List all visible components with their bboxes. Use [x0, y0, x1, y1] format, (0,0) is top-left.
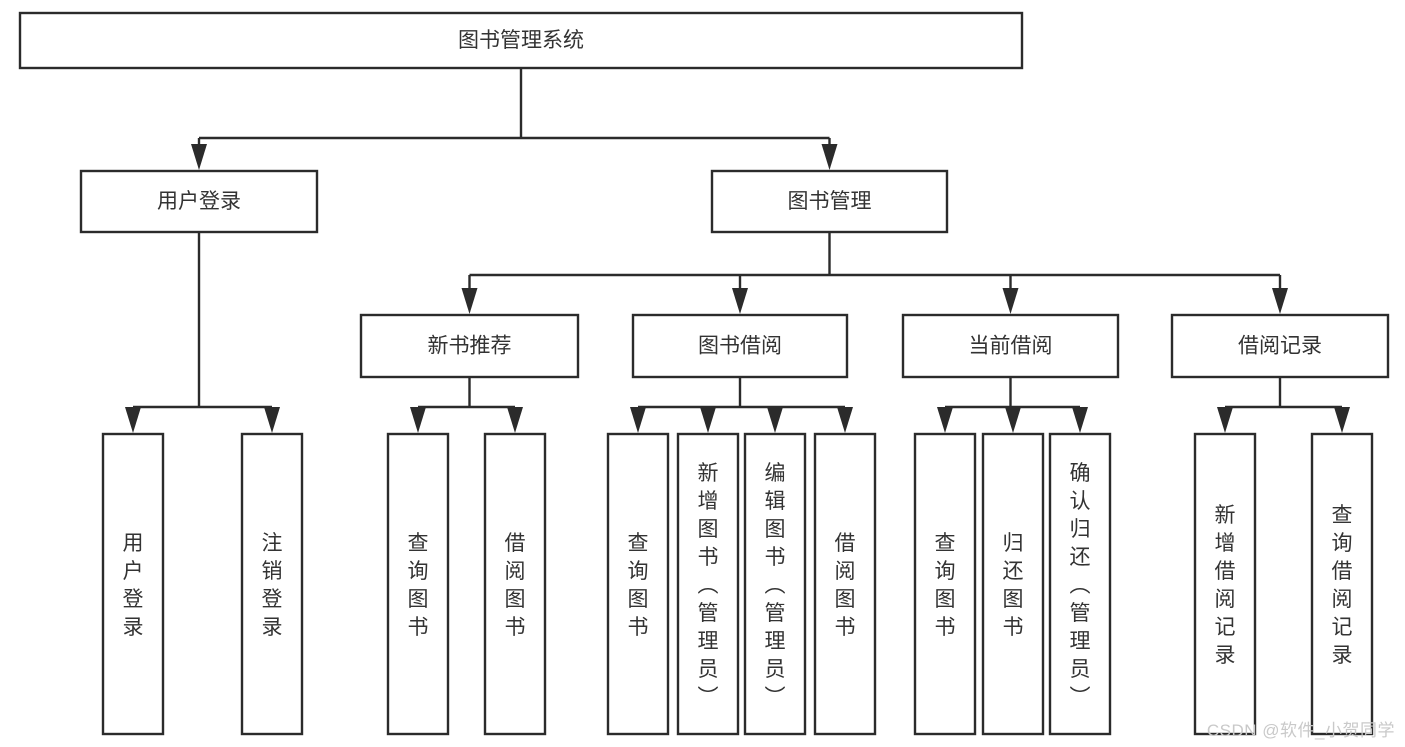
node-label: 用户登录: [157, 190, 241, 213]
node-box-leaf-bb-edit[interactable]: [743, 432, 807, 736]
node-box-l3-current-borrow[interactable]: [901, 313, 1120, 379]
node-leaf-bb-add[interactable]: 新增图书︵管理员︶: [676, 432, 740, 736]
arrow-head-icon: [1334, 407, 1350, 433]
node-leaf-cb-query[interactable]: 查询图书: [913, 432, 977, 736]
node-label: 图书管理系统: [458, 29, 584, 52]
node-leaf-rec-query[interactable]: 查询图书: [386, 432, 450, 736]
connector-group-l3_new_book_rec: [410, 377, 523, 433]
node-label: 借阅记录: [1238, 335, 1322, 358]
node-label: 查询借阅记录: [1332, 504, 1353, 667]
arrow-head-icon: [630, 407, 646, 433]
node-label: 图书借阅: [698, 335, 782, 358]
node-leaf-br-add[interactable]: 新增借阅记录: [1193, 432, 1257, 736]
node-leaf-cb-confirm[interactable]: 确认归还︵管理员︶: [1048, 432, 1112, 736]
connector-group-l3_borrow_record: [1217, 377, 1350, 433]
node-label: 查询图书: [935, 532, 956, 639]
connector-group-l3_book_borrow: [630, 377, 853, 433]
arrow-head-icon: [410, 407, 426, 433]
node-label: 用户登录: [123, 532, 144, 639]
node-l3-current-borrow[interactable]: 当前借阅: [901, 313, 1120, 379]
node-label: 归还图书: [1003, 532, 1024, 639]
arrow-head-icon: [767, 407, 783, 433]
node-box-leaf-cb-query[interactable]: [913, 432, 977, 736]
nodes-layer: 图书管理系统用户登录图书管理新书推荐图书借阅当前借阅借阅记录用户登录注销登录查询…: [18, 11, 1390, 736]
node-box-leaf-user-login[interactable]: [101, 432, 165, 736]
node-label: 注销登录: [262, 532, 283, 639]
node-leaf-logout[interactable]: 注销登录: [240, 432, 304, 736]
node-l2-user-login[interactable]: 用户登录: [79, 169, 319, 234]
node-box-leaf-rec-query[interactable]: [386, 432, 450, 736]
connector-group-l2_user_login: [125, 232, 280, 433]
node-label: 新增图书︵管理员︶: [698, 462, 719, 709]
node-l2-book-manage[interactable]: 图书管理: [710, 169, 949, 234]
node-leaf-bb-query[interactable]: 查询图书: [606, 432, 670, 736]
node-label: 确认归还︵管理员︶: [1070, 462, 1091, 709]
node-l3-book-borrow[interactable]: 图书借阅: [631, 313, 849, 379]
node-label: 查询图书: [408, 532, 429, 639]
node-leaf-user-login[interactable]: 用户登录: [101, 432, 165, 736]
arrow-head-icon: [821, 144, 838, 170]
node-box-leaf-br-add[interactable]: [1193, 432, 1257, 736]
node-l3-new-book-rec[interactable]: 新书推荐: [359, 313, 580, 379]
arrow-head-icon: [1072, 407, 1088, 433]
node-label: 编辑图书︵管理员︶: [765, 462, 786, 709]
node-box-leaf-bb-add[interactable]: [676, 432, 740, 736]
node-root[interactable]: 图书管理系统: [18, 11, 1024, 70]
node-leaf-bb-borrow[interactable]: 借阅图书: [813, 432, 877, 736]
node-leaf-bb-edit[interactable]: 编辑图书︵管理员︶: [743, 432, 807, 736]
arrow-head-icon: [461, 288, 478, 314]
node-label: 图书管理: [788, 190, 872, 213]
connectors-layer: [125, 68, 1350, 433]
arrow-head-icon: [732, 288, 748, 314]
node-box-root[interactable]: [18, 11, 1024, 70]
node-box-leaf-cb-confirm[interactable]: [1048, 432, 1112, 736]
node-label: 借阅图书: [835, 532, 856, 639]
node-leaf-rec-borrow[interactable]: 借阅图书: [483, 432, 547, 736]
csdn-watermark: CSDN @软件_小贺同学: [1206, 721, 1395, 740]
arrow-head-icon: [700, 407, 716, 433]
arrow-head-icon: [1217, 407, 1233, 433]
node-box-l3-borrow-record[interactable]: [1170, 313, 1390, 379]
arrow-head-icon: [125, 407, 141, 433]
node-leaf-br-query[interactable]: 查询借阅记录: [1310, 432, 1374, 736]
arrow-head-icon: [507, 407, 523, 433]
arrow-head-icon: [191, 144, 207, 170]
node-box-l2-book-manage[interactable]: [710, 169, 949, 234]
node-box-leaf-rec-borrow[interactable]: [483, 432, 547, 736]
connector-group-l3_current_borrow: [937, 377, 1088, 433]
arrow-head-icon: [837, 407, 853, 433]
arrow-head-icon: [1272, 288, 1288, 314]
node-box-leaf-bb-query[interactable]: [606, 432, 670, 736]
node-box-leaf-bb-borrow[interactable]: [813, 432, 877, 736]
node-label: 新书推荐: [428, 335, 512, 358]
node-label: 查询图书: [628, 532, 649, 639]
node-box-leaf-cb-return[interactable]: [981, 432, 1045, 736]
connector-group-l2_book_manage: [461, 232, 1288, 314]
arrow-head-icon: [937, 407, 953, 433]
node-box-leaf-logout[interactable]: [240, 432, 304, 736]
node-box-leaf-br-query[interactable]: [1310, 432, 1374, 736]
node-l3-borrow-record[interactable]: 借阅记录: [1170, 313, 1390, 379]
node-box-l3-book-borrow[interactable]: [631, 313, 849, 379]
connector-group-root: [191, 68, 838, 170]
node-box-l2-user-login[interactable]: [79, 169, 319, 234]
node-leaf-cb-return[interactable]: 归还图书: [981, 432, 1045, 736]
node-label: 当前借阅: [969, 335, 1053, 358]
node-label: 新增借阅记录: [1215, 504, 1236, 667]
arrow-head-icon: [264, 407, 280, 433]
node-label: 借阅图书: [505, 532, 526, 639]
node-box-l3-new-book-rec[interactable]: [359, 313, 580, 379]
arrow-head-icon: [1005, 407, 1021, 433]
arrow-head-icon: [1002, 288, 1019, 314]
